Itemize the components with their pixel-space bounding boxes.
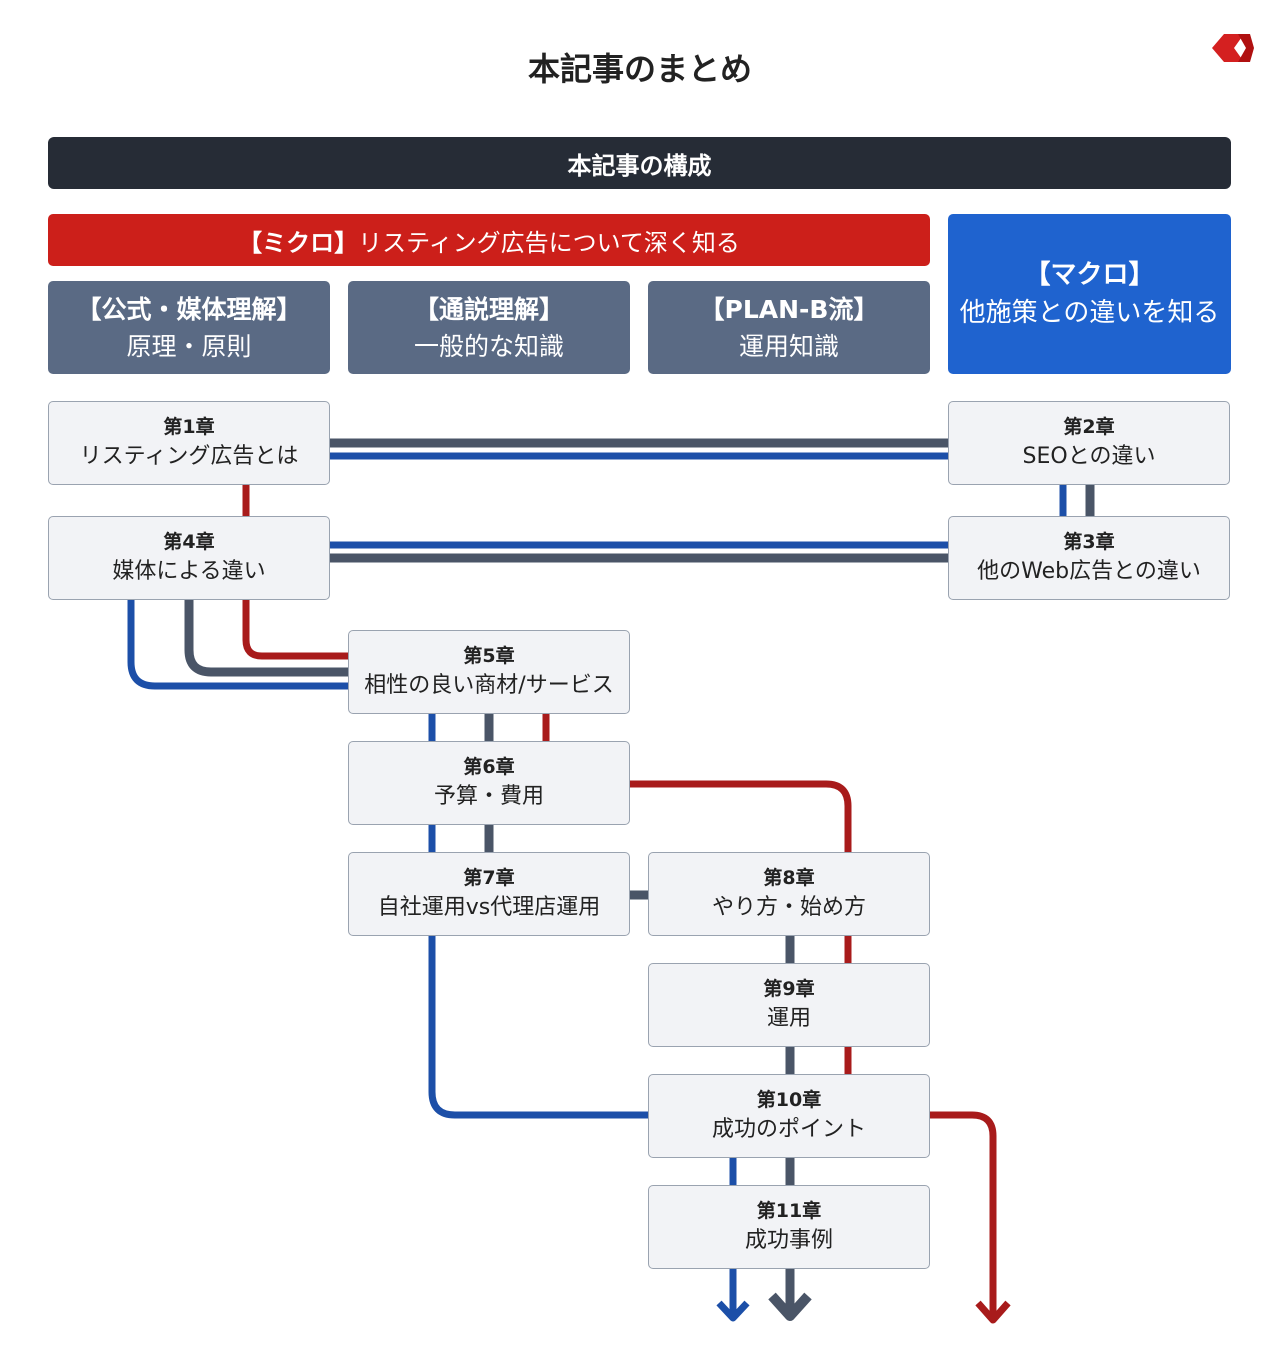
chapter-3-box: 第3章 他のWeb広告との違い [948,516,1230,600]
chapter-title: 自社運用vs代理店運用 [377,895,601,920]
chapter-number: 第8章 [763,867,815,889]
connector-official [242,600,348,660]
chapter-11-box: 第11章 成功事例 [648,1185,930,1269]
chapter-title: 成功のポイント [711,1117,866,1142]
page-title: 本記事のまとめ [527,50,752,88]
micro-text: リスティング広告について深く知る [358,228,740,257]
category-subtitle: 一般的な知識 [413,331,564,361]
connector-planb [428,936,649,1119]
chapter-number: 第5章 [463,645,515,667]
chapter-number: 第11章 [756,1200,822,1222]
chapter-1-box: 第1章 リスティング広告とは [48,401,330,485]
chapter-title: 予算・費用 [433,784,544,809]
chapter-9-box: 第9章 運用 [648,963,930,1047]
arrow-official [975,1300,1011,1324]
chapter-title: 成功事例 [744,1228,833,1253]
category-title: 【通説理解】 [413,294,564,324]
chapter-2-box: 第2章 SEOとの違い [948,401,1230,485]
chapter-title: SEOとの違い [1022,444,1156,469]
connector-official [930,1111,997,1318]
chapter-8-box: 第8章 やり方・始め方 [648,852,930,936]
structure-header: 本記事の構成 [48,137,1231,189]
chapter-4-box: 第4章 媒体による違い [48,516,330,600]
category-subtitle: 原理・原則 [126,331,252,361]
chapter-7-box: 第7章 自社運用vs代理店運用 [348,852,630,936]
category-official: 【公式・媒体理解】 原理・原則 [48,281,330,374]
category-common: 【通説理解】 一般的な知識 [348,281,630,374]
micro-bracket-label: 【ミクロ】 [238,228,359,257]
chapter-number: 第1章 [163,416,215,438]
chapter-title: 運用 [766,1006,811,1031]
chapter-title: 他のWeb広告との違い [977,559,1201,584]
chapter-title: やり方・始め方 [711,895,866,920]
arrow-planb [716,1300,750,1322]
connector-official [630,780,852,853]
chapter-number: 第2章 [1063,416,1115,438]
chapter-title: 相性の良い商材/サービス [364,673,614,698]
connector-planb [127,600,348,690]
macro-box: 【マクロ】 他施策との違いを知る [948,214,1231,374]
chapter-number: 第10章 [756,1089,822,1111]
chapter-title: リスティング広告とは [79,444,299,469]
arrow-common [768,1292,812,1321]
chapter-number: 第4章 [163,531,215,553]
category-title: 【公式・媒体理解】 [76,294,302,324]
micro-banner: 【ミクロ】 リスティング広告について深く知る [48,214,930,266]
category-subtitle: 運用知識 [738,331,839,361]
chapter-number: 第7章 [463,867,515,889]
category-planb: 【PLAN-B流】 運用知識 [648,281,930,374]
chapter-title: 媒体による違い [112,559,266,584]
chapter-10-box: 第10章 成功のポイント [648,1074,930,1158]
macro-title: 【マクロ】 [1024,260,1155,290]
connector-common [184,600,348,677]
chapter-number: 第3章 [1063,531,1115,553]
chapter-6-box: 第6章 予算・費用 [348,741,630,825]
chapter-5-box: 第5章 相性の良い商材/サービス [348,630,630,714]
chapter-number: 第9章 [763,978,815,1000]
macro-subtitle: 他施策との違いを知る [959,298,1220,328]
brand-chevron-icon [1212,34,1254,62]
chapter-number: 第6章 [463,756,515,778]
category-title: 【PLAN-B流】 [699,294,879,324]
